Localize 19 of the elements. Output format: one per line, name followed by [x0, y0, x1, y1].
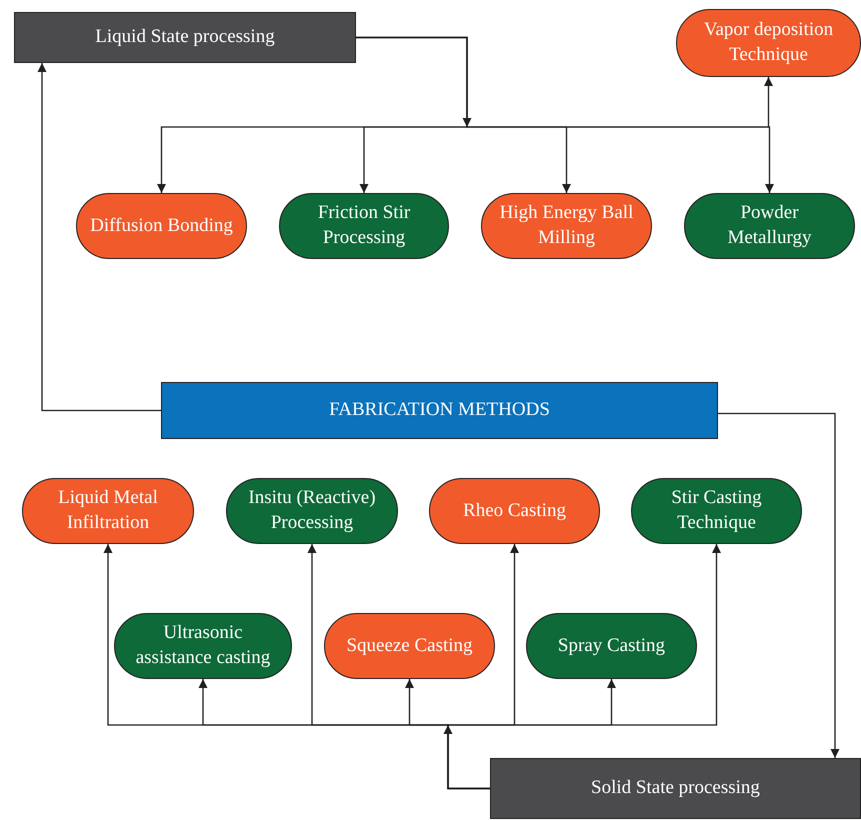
method-pill: Liquid Metal Infiltration: [22, 478, 194, 544]
category-box: Solid State processing: [490, 758, 861, 819]
method-pill: Friction Stir Processing: [279, 193, 449, 259]
method-pill: Rheo Casting: [429, 478, 600, 544]
category-box: Liquid State processing: [14, 12, 356, 63]
method-pill: Diffusion Bonding: [76, 193, 247, 259]
connector-arrow: [38, 63, 161, 412]
method-pill: Spray Casting: [526, 613, 697, 679]
connector-arrow: [447, 679, 616, 790]
method-pill: Vapor deposition Technique: [676, 9, 861, 77]
connector-arrow: [718, 412, 840, 758]
method-pill: Ultrasonic assistance casting: [114, 613, 292, 679]
method-pill: Squeeze Casting: [324, 613, 495, 679]
connector-arrow: [356, 36, 774, 193]
method-pill: Insitu (Reactive) Processing: [226, 478, 398, 544]
method-pill: High Energy Ball Milling: [481, 193, 652, 259]
method-pill: Stir Casting Technique: [631, 478, 802, 544]
category-box: FABRICATION METHODS: [161, 382, 718, 439]
method-pill: Powder Metallurgy: [684, 193, 855, 259]
